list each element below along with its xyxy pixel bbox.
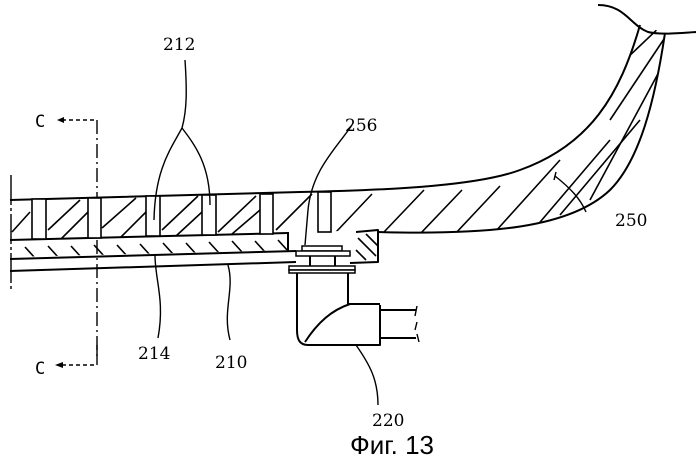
section-mark-bottom: C (35, 359, 45, 379)
hatching (11, 25, 665, 240)
label-212: 212 (163, 35, 195, 55)
connector-256 (287, 229, 379, 274)
label-250: 250 (615, 211, 647, 231)
holes-212 (31, 191, 332, 240)
label-214: 214 (138, 344, 170, 364)
section-line-c: C C (35, 112, 98, 379)
leader-lines (153, 59, 587, 406)
pipe-220 (296, 273, 420, 346)
figure-caption: Фиг. 13 (350, 430, 434, 460)
section-mark-top: C (35, 112, 45, 132)
arrow-left-icon (55, 362, 63, 368)
label-256: 256 (345, 116, 377, 136)
label-220: 220 (372, 411, 404, 431)
label-210: 210 (215, 353, 247, 373)
lower-plate-210 (9, 239, 297, 272)
upper-plate-250 (9, 4, 697, 241)
arrow-left-icon (57, 117, 64, 123)
